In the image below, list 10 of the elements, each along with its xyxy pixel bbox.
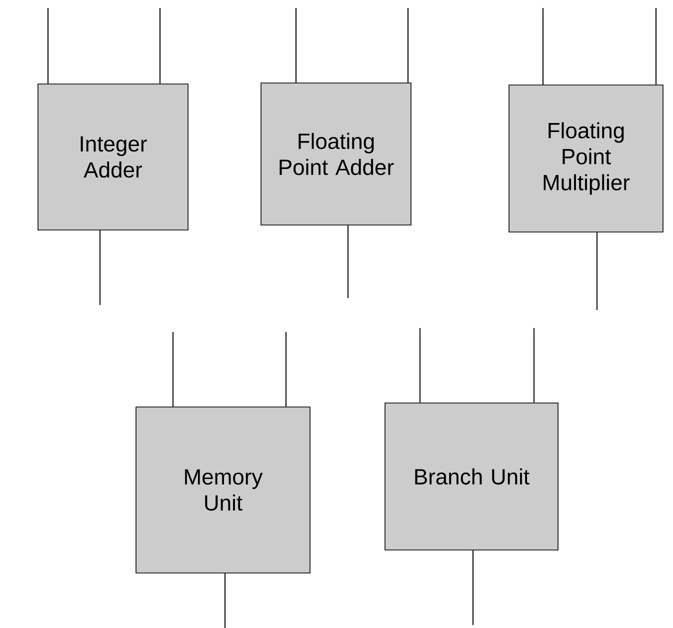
unit-box: Memory Unit bbox=[136, 406, 310, 574]
wire-line bbox=[596, 232, 598, 310]
wire-line bbox=[224, 572, 226, 628]
wire-line bbox=[542, 8, 544, 86]
wire-line bbox=[472, 550, 474, 626]
wire-line bbox=[172, 332, 174, 408]
unit-box: Integer Adder bbox=[38, 84, 188, 230]
unit-box: Floating Point Multiplier bbox=[508, 84, 664, 232]
unit-box: Branch Unit bbox=[384, 402, 558, 550]
unit-box: Floating Point Adder bbox=[260, 82, 412, 226]
